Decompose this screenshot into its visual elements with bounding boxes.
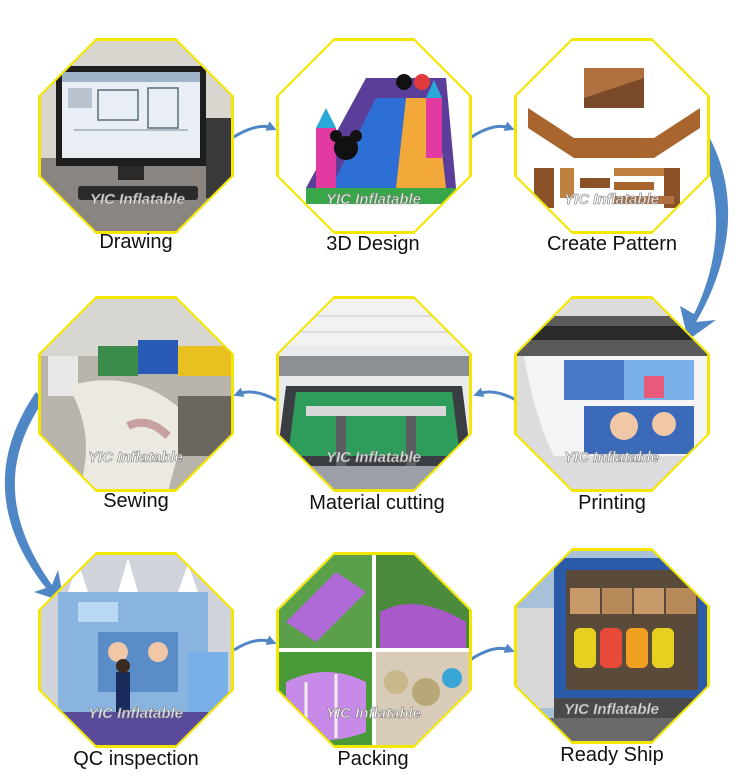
step-printing-label: Printing	[578, 492, 646, 514]
watermark: YIC Inflatable	[326, 191, 421, 208]
step-qc-inspection-label: QC inspection	[73, 748, 199, 770]
watermark: YIC Inflatable	[564, 449, 659, 466]
step-printing-photo: YIC Inflatable	[514, 296, 710, 492]
watermark: YIC Inflatable	[564, 701, 659, 718]
step-material-cutting-photo: YIC Inflatable	[276, 296, 472, 492]
step-qc-inspection-photo: YIC Inflatable	[38, 552, 234, 748]
step-3d-design-label: 3D Design	[326, 233, 420, 255]
step-create-pattern-label: Create Pattern	[546, 233, 678, 255]
watermark: YIC Inflatable	[88, 449, 183, 466]
step-3d-design-photo: YIC Inflatable	[276, 38, 472, 234]
watermark: YIC Inflatable	[90, 191, 185, 208]
step-packing-photo: YIC Inflatable	[276, 552, 472, 748]
step-sewing-label: Sewing	[103, 490, 169, 512]
arrow-drawing-to-3d	[231, 121, 277, 140]
arrow-3d-to-pattern	[469, 121, 515, 140]
watermark: YIC Inflatable	[326, 449, 421, 466]
watermark: YIC Inflatable	[564, 191, 659, 208]
step-drawing-label: Drawing	[99, 231, 173, 253]
step-sewing-photo: YIC Inflatable	[38, 296, 234, 492]
arrow-packing-to-ship	[469, 643, 515, 662]
arrow-printing-to-cutting	[473, 387, 517, 402]
step-ready-ship-label: Ready Ship	[560, 744, 664, 766]
step-ready-ship-photo: YIC Inflatable	[514, 548, 710, 744]
watermark: YIC Inflatable	[88, 705, 183, 722]
arrow-cutting-to-sewing	[233, 387, 277, 402]
watermark: YIC Inflatable	[326, 705, 421, 722]
step-packing-label: Packing	[337, 748, 409, 770]
step-create-pattern-photo: YIC Inflatable	[514, 38, 710, 234]
step-drawing-photo: YIC Inflatable	[38, 38, 234, 234]
step-material-cutting-label: Material cutting	[309, 492, 445, 514]
arrow-qc-to-packing	[233, 635, 277, 652]
